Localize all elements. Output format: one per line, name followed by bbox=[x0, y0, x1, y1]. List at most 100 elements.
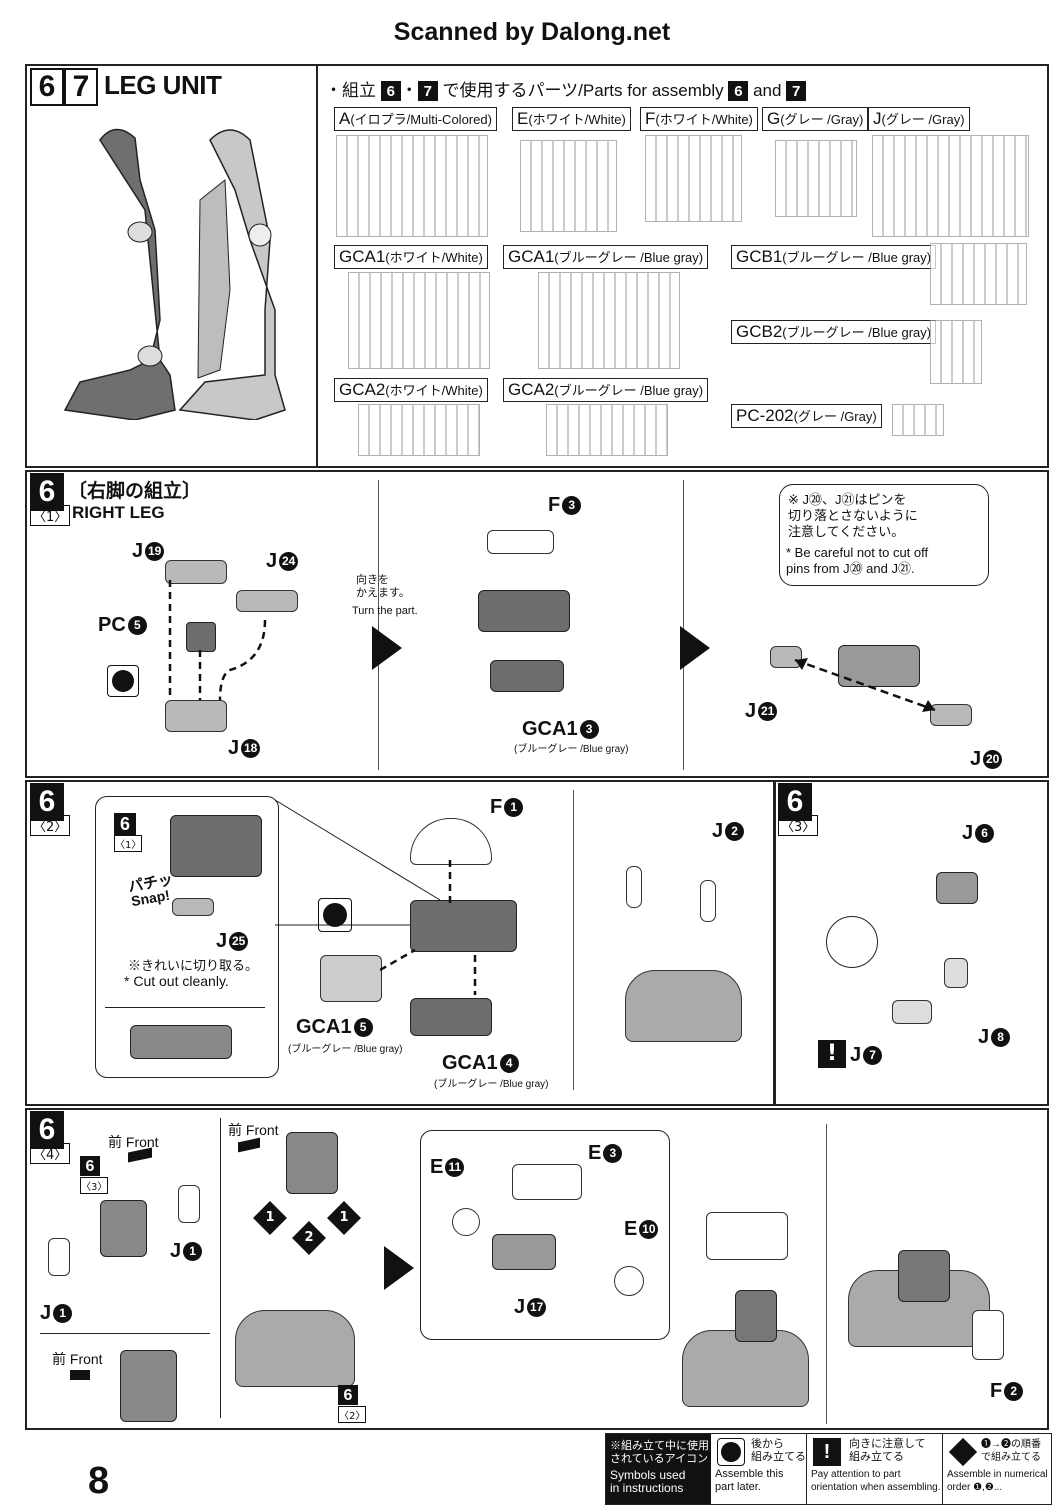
front-label: 前 Front bbox=[52, 1349, 103, 1369]
step-title-en: RIGHT LEG bbox=[72, 503, 165, 522]
part-number: 25 bbox=[229, 932, 249, 952]
step-ref: 7 bbox=[417, 81, 438, 101]
front-en: Front bbox=[69, 1351, 103, 1367]
caution-note-en: * Be careful not to cut off pins from J⑳… bbox=[786, 545, 929, 576]
runner-color: (ブルーグレー /Blue gray) bbox=[782, 250, 932, 265]
caution-note-jp: ※ J⑳、J㉑はピンを 切り落とさないように 注意してください。 bbox=[788, 492, 918, 539]
runner-color: (ブルーグレー /Blue gray) bbox=[782, 325, 932, 340]
runner-a-image bbox=[336, 135, 488, 237]
step-number: 6 bbox=[30, 783, 64, 821]
detail-illustration bbox=[130, 1025, 232, 1059]
runner-letter: F bbox=[990, 1380, 1003, 1402]
runner-f-image bbox=[645, 135, 742, 222]
runner-letter: E bbox=[588, 1142, 602, 1164]
part-gca1-5 bbox=[320, 955, 382, 1002]
step-number: 6 bbox=[338, 1385, 358, 1405]
step-badge: 6 bbox=[778, 783, 812, 821]
leg-core bbox=[838, 645, 920, 687]
runner-id: G bbox=[767, 109, 781, 128]
knee-part bbox=[706, 1212, 788, 1260]
page-title: LEG UNIT bbox=[104, 70, 222, 100]
runner-id: GCA1 bbox=[508, 247, 555, 266]
part-j7 bbox=[892, 1000, 932, 1024]
ref-step-badge: 6 bbox=[80, 1156, 100, 1176]
front-arrow-icon bbox=[70, 1370, 90, 1380]
runner-letter: F bbox=[548, 494, 561, 516]
runner-letter: GCA1 bbox=[296, 1016, 352, 1038]
subassembly bbox=[478, 590, 570, 632]
runner-id: GCA2 bbox=[508, 380, 555, 399]
subassembly bbox=[735, 1290, 777, 1342]
step-badge: 6 bbox=[30, 473, 64, 511]
part-j19 bbox=[165, 560, 227, 584]
runner-letter: J bbox=[978, 1026, 990, 1048]
runner-id: GCA2 bbox=[339, 380, 386, 399]
runner-label-gcb2: GCB2(ブルーグレー /Blue gray) bbox=[731, 320, 937, 344]
subassembly-front-view bbox=[120, 1350, 177, 1422]
parts-heading-jp: ・組立 bbox=[325, 81, 376, 100]
part-number: 1 bbox=[183, 1242, 203, 1262]
zoom-lines bbox=[274, 800, 441, 926]
step-number: 6 bbox=[114, 813, 136, 835]
next-arrow-icon bbox=[384, 1246, 414, 1290]
part-gca1-4 bbox=[410, 998, 492, 1036]
runner-label-f: F(ホワイト/White) bbox=[640, 107, 758, 131]
part-j2 bbox=[626, 866, 642, 908]
part-number: 3 bbox=[579, 720, 599, 740]
parts-heading-and: and bbox=[753, 81, 782, 100]
attention-icon: ! bbox=[813, 1438, 841, 1466]
legend-intro-jp: ※組み立て中に使用 されているアイコン bbox=[610, 1440, 709, 1465]
legend-attention-jp: 向きに注意して 組み立てる bbox=[849, 1438, 926, 1463]
order-number: 1 bbox=[339, 1210, 349, 1225]
runner-letter: J bbox=[40, 1302, 52, 1324]
part-number: 20 bbox=[983, 750, 1003, 770]
assemble-later-icon bbox=[107, 665, 139, 697]
part-number: 3 bbox=[603, 1144, 623, 1164]
front-label: 前 Front bbox=[228, 1120, 279, 1140]
runner-letter: J bbox=[132, 540, 144, 562]
part-number: 21 bbox=[758, 702, 778, 722]
runner-id: E bbox=[517, 109, 529, 128]
runner-letter: J bbox=[170, 1240, 182, 1262]
part-number: 7 bbox=[863, 1046, 883, 1066]
runner-gca1-white-image bbox=[348, 272, 490, 369]
runner-color: (ブルーグレー /Blue gray) bbox=[554, 383, 704, 398]
part-j20 bbox=[930, 704, 972, 726]
runner-letter: E bbox=[624, 1218, 638, 1240]
order-number: 2 bbox=[304, 1230, 314, 1245]
runner-letter: F bbox=[490, 796, 503, 818]
runner-letter: GCA1 bbox=[442, 1052, 498, 1074]
subassembly bbox=[100, 1200, 147, 1257]
step-number: 7 bbox=[64, 68, 98, 106]
symbol-legend: ※組み立て中に使用 されているアイコン Symbols used in inst… bbox=[605, 1433, 1052, 1505]
scan-credit: Scanned by Dalong.net bbox=[393, 18, 671, 46]
step-subnumber: 〈3〉 bbox=[778, 815, 819, 836]
subassembly bbox=[898, 1250, 950, 1302]
runner-color: (イロプラ/Multi-Colored) bbox=[350, 112, 492, 127]
part-number: 5 bbox=[127, 616, 147, 636]
part-number: 3 bbox=[562, 496, 582, 516]
legend-later-en: Assemble this part later. bbox=[715, 1468, 784, 1493]
panel-divider bbox=[40, 1333, 210, 1334]
part-color-note: (ブルーグレー /Blue gray) bbox=[514, 744, 629, 755]
leg-unit-section bbox=[25, 64, 1049, 468]
parts-heading-text: で使用するパーツ/Parts for assembly bbox=[442, 81, 724, 100]
part-f2 bbox=[972, 1310, 1004, 1360]
cut-note-en: * Cut out cleanly. bbox=[124, 973, 229, 989]
runner-color: (グレー /Gray) bbox=[881, 112, 965, 127]
part-e10 bbox=[614, 1266, 644, 1296]
inset-panel bbox=[95, 796, 279, 1078]
section-divider bbox=[316, 66, 318, 466]
